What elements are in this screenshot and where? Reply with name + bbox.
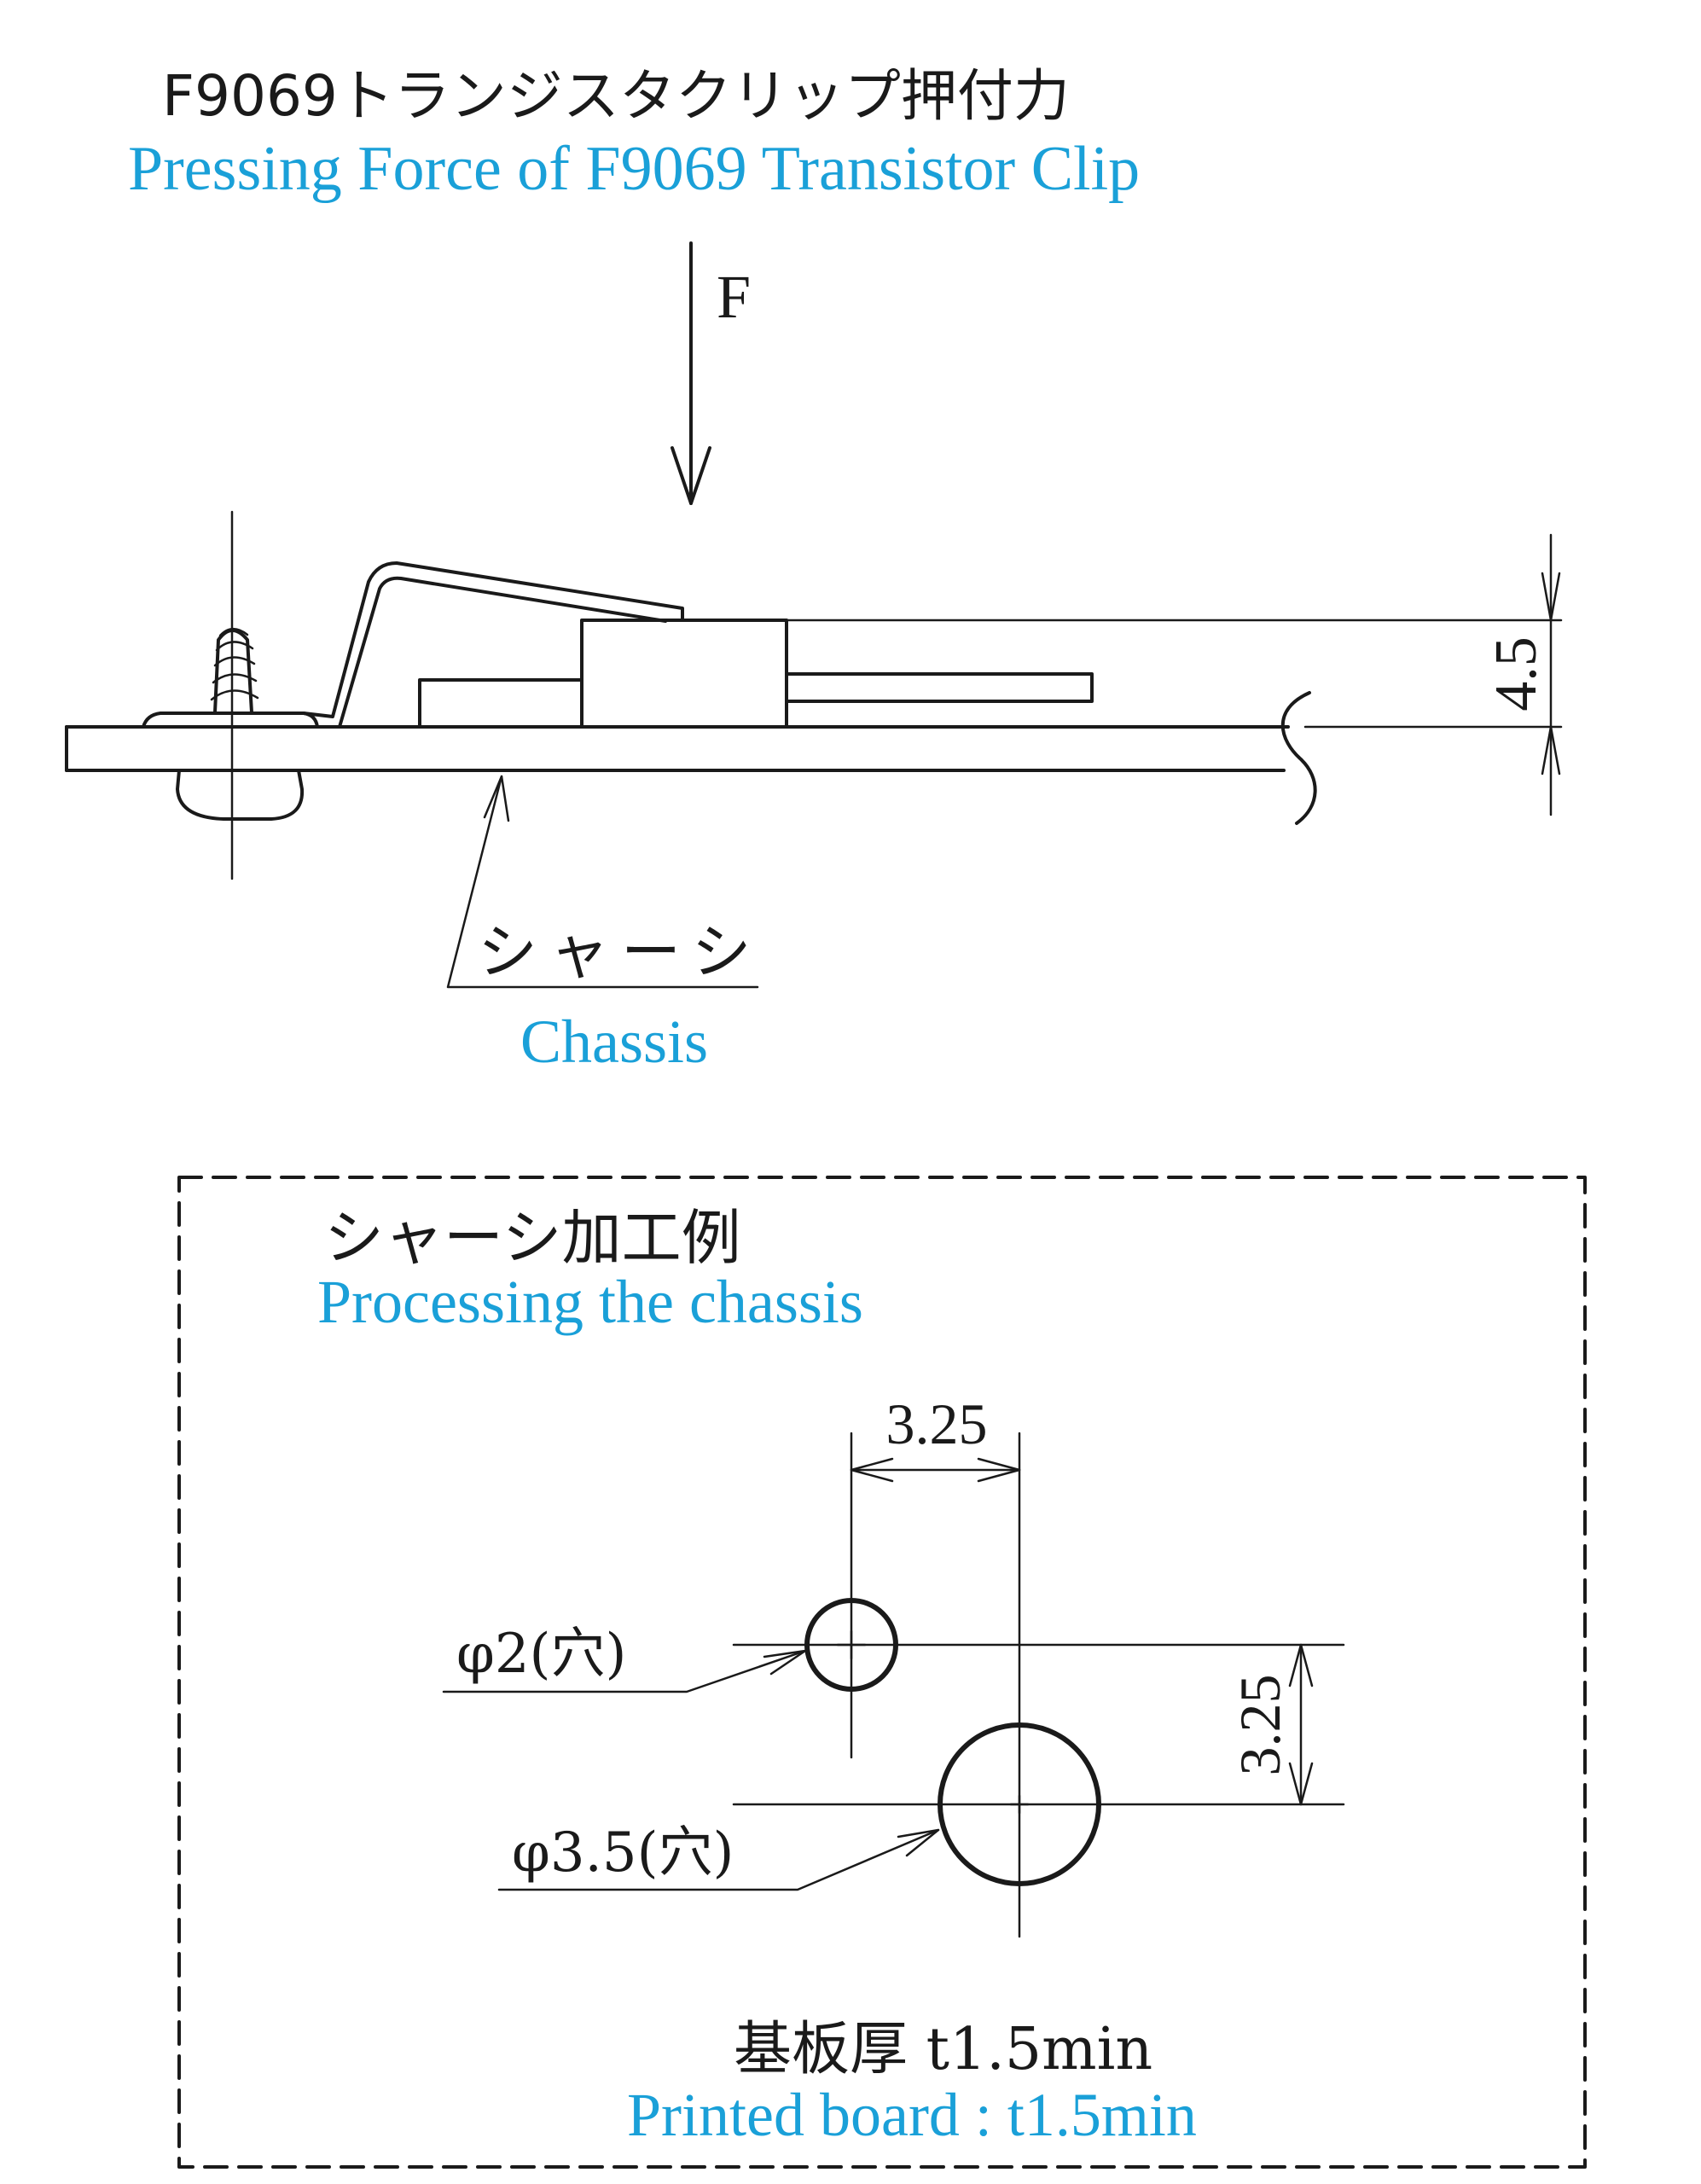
transistor-lead: [785, 672, 1094, 703]
small-hole-leader: [442, 1649, 807, 1693]
vertical-spacing-label: 3.25: [1228, 1675, 1292, 1776]
title-jp: F9069トランジスタクリップ押付力: [162, 63, 1070, 129]
horizontal-spacing-dimension: [850, 1432, 1021, 1759]
clip-base: [142, 712, 319, 729]
processing-detail: シャーシ加工例 Processing the chassis 3.25: [177, 1176, 1587, 2169]
title-en: Pressing Force of F9069 Transistor Clip: [128, 134, 1140, 204]
height-dimension-label: 4.5: [1483, 636, 1549, 712]
processing-title-jp: シャーシ加工例: [324, 1203, 741, 1273]
transistor-body: [580, 619, 788, 729]
force-arrow: [671, 241, 711, 505]
chassis-leader: [446, 775, 759, 989]
screw-head: [176, 769, 305, 821]
vertical-spacing-dimension: [1288, 1643, 1314, 1806]
height-dimension: [785, 533, 1563, 816]
processing-title-en: Processing the chassis: [317, 1268, 863, 1336]
small-hole: [732, 1598, 1345, 1692]
horizontal-spacing-label: 3.25: [886, 1391, 988, 1456]
large-hole: [732, 1432, 1345, 1938]
side-view: F: [65, 241, 1563, 1076]
transistor-clip: [302, 561, 684, 729]
board-thickness-jp: 基板厚 t1.5min: [734, 2016, 1152, 2083]
force-label: F: [717, 263, 751, 331]
chassis-label-jp: シャーシ: [478, 917, 763, 987]
large-hole-label: φ3.5(穴): [512, 1821, 734, 1885]
screw-thread: [210, 628, 259, 714]
small-hole-label: φ2(穴): [456, 1623, 626, 1686]
large-hole-leader: [497, 1828, 940, 1891]
detail-frame: [177, 1176, 1587, 2169]
chassis-label-en: Chassis: [520, 1008, 708, 1076]
board-thickness-en: Printed board : t1.5min: [627, 2081, 1197, 2149]
small-component: [418, 678, 583, 729]
